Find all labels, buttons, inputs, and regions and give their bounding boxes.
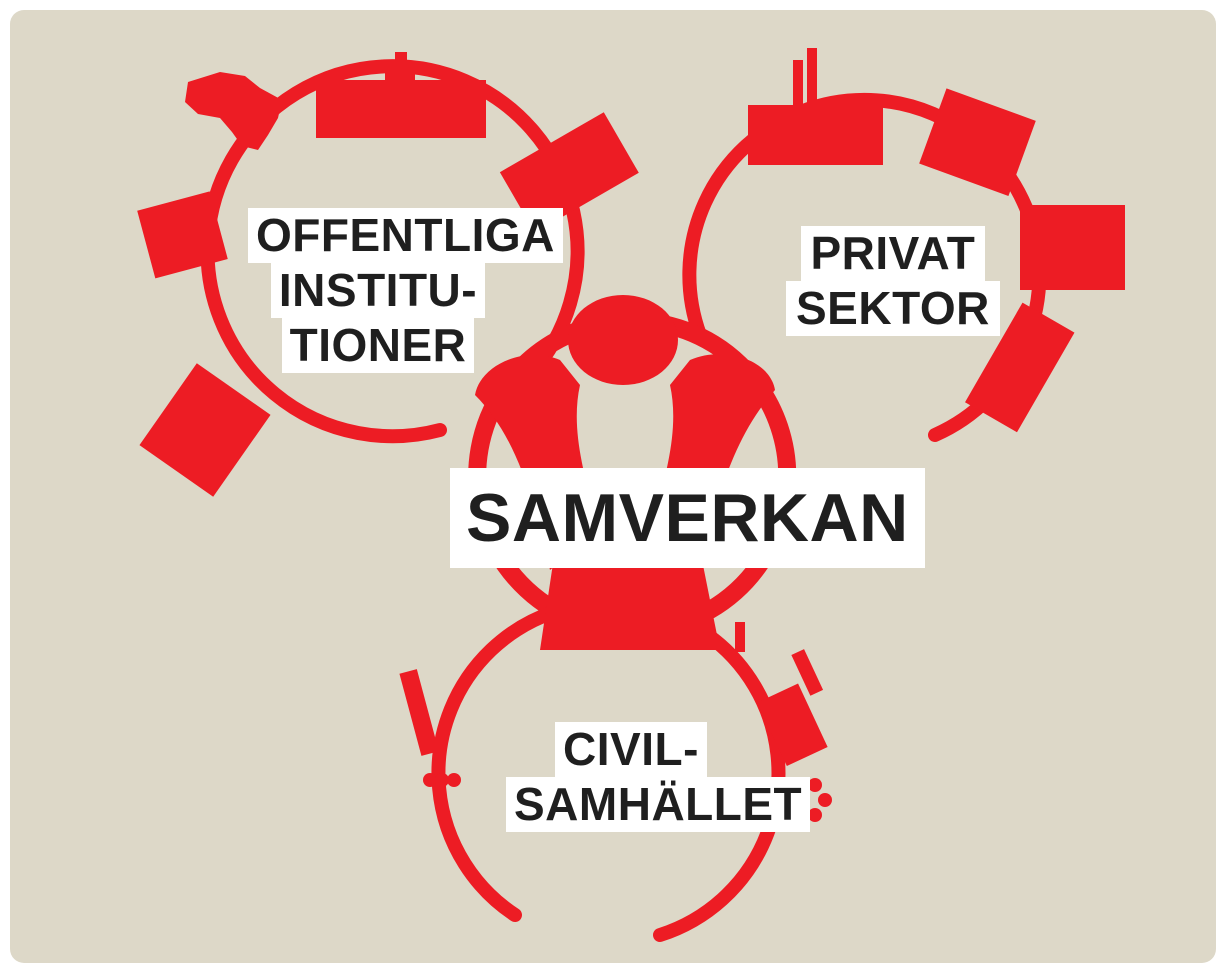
label-public-line-3: TIONER bbox=[281, 318, 475, 373]
office-tower-icon bbox=[499, 112, 639, 233]
africa-map-icon bbox=[185, 72, 282, 150]
church-icon bbox=[735, 622, 828, 767]
public-buildings bbox=[137, 52, 639, 497]
label-private-line-1: PRIVAT bbox=[800, 226, 986, 281]
label-public-line-2: INSTITU- bbox=[270, 263, 486, 318]
label-civil-line-2: SAMHÄLLET bbox=[506, 777, 811, 832]
private-buildings bbox=[748, 48, 1125, 433]
label-civil-society: CIVIL- SAMHÄLLET bbox=[506, 722, 811, 832]
factory-icon bbox=[748, 48, 883, 165]
label-samverkan: SAMVERKAN bbox=[450, 468, 925, 568]
civil-society-buildings bbox=[399, 622, 832, 822]
diagram-panel: OFFENTLIGA INSTITU- TIONER PRIVAT SEKTOR… bbox=[10, 10, 1216, 963]
public-sector-ring bbox=[200, 59, 585, 444]
apartment-block-icon bbox=[137, 191, 271, 497]
crowd-icon bbox=[399, 669, 832, 822]
warehouse-icon bbox=[919, 88, 1125, 433]
label-civil-line-1: CIVIL- bbox=[555, 722, 707, 777]
person-icon bbox=[475, 295, 775, 650]
diagram-artwork bbox=[137, 48, 1125, 942]
label-public-line-1: OFFENTLIGA bbox=[248, 208, 563, 263]
label-private-line-2: SEKTOR bbox=[786, 281, 1000, 336]
label-public-institutions: OFFENTLIGA INSTITU- TIONER bbox=[248, 208, 563, 373]
government-building-icon bbox=[316, 52, 486, 138]
label-private-sector: PRIVAT SEKTOR bbox=[786, 226, 1000, 336]
